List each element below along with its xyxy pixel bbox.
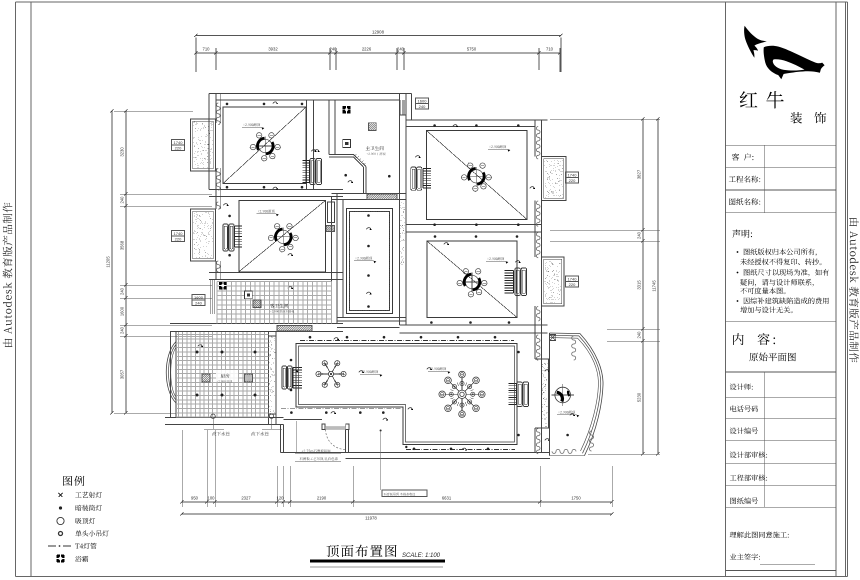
svg-text:5750: 5750 (467, 47, 477, 52)
svg-text:3932: 3932 (268, 47, 278, 52)
svg-text:1740: 1740 (568, 276, 578, 281)
svg-text:3230: 3230 (120, 147, 125, 157)
svg-text:240: 240 (120, 287, 125, 295)
svg-text:710: 710 (546, 47, 554, 52)
svg-text:1750: 1750 (571, 496, 581, 501)
svg-text:120: 120 (277, 496, 285, 501)
svg-text:100: 100 (208, 496, 216, 501)
svg-text:11978: 11978 (365, 516, 377, 521)
svg-text:1740: 1740 (568, 172, 578, 177)
svg-text:240: 240 (637, 231, 642, 239)
svg-text:5230: 5230 (637, 392, 642, 402)
svg-text:220: 220 (175, 145, 182, 150)
svg-text:2226: 2226 (362, 47, 372, 52)
svg-text:220: 220 (569, 282, 576, 287)
svg-text:240: 240 (120, 326, 125, 334)
svg-text:2190: 2190 (317, 496, 327, 501)
svg-text:710: 710 (203, 47, 211, 52)
svg-text:220: 220 (175, 236, 182, 241)
svg-text:1600: 1600 (418, 98, 428, 103)
svg-text:240: 240 (637, 331, 642, 339)
svg-text:12908: 12908 (372, 30, 385, 35)
svg-text:1740: 1740 (174, 231, 184, 236)
svg-text:1600: 1600 (120, 306, 125, 316)
svg-text:SCALE: 1:100: SCALE: 1:100 (402, 553, 441, 559)
svg-text:1740: 1740 (174, 140, 184, 145)
svg-text:240: 240 (419, 104, 426, 109)
svg-text:11205: 11205 (106, 256, 111, 268)
svg-text:2327: 2327 (241, 496, 251, 501)
svg-text:3827: 3827 (637, 169, 642, 179)
svg-text:240: 240 (195, 300, 202, 305)
svg-text:1600: 1600 (194, 295, 204, 300)
svg-text:3315: 3315 (637, 280, 642, 290)
svg-text:11745: 11745 (652, 280, 657, 292)
svg-text:220: 220 (569, 178, 576, 183)
svg-text:3057: 3057 (120, 369, 125, 379)
svg-text:3568: 3568 (120, 240, 125, 250)
svg-text:950: 950 (191, 496, 199, 501)
svg-text:240: 240 (397, 47, 405, 52)
svg-text:240: 240 (120, 196, 125, 204)
svg-text:240: 240 (330, 47, 338, 52)
svg-text:6631: 6631 (442, 496, 452, 501)
